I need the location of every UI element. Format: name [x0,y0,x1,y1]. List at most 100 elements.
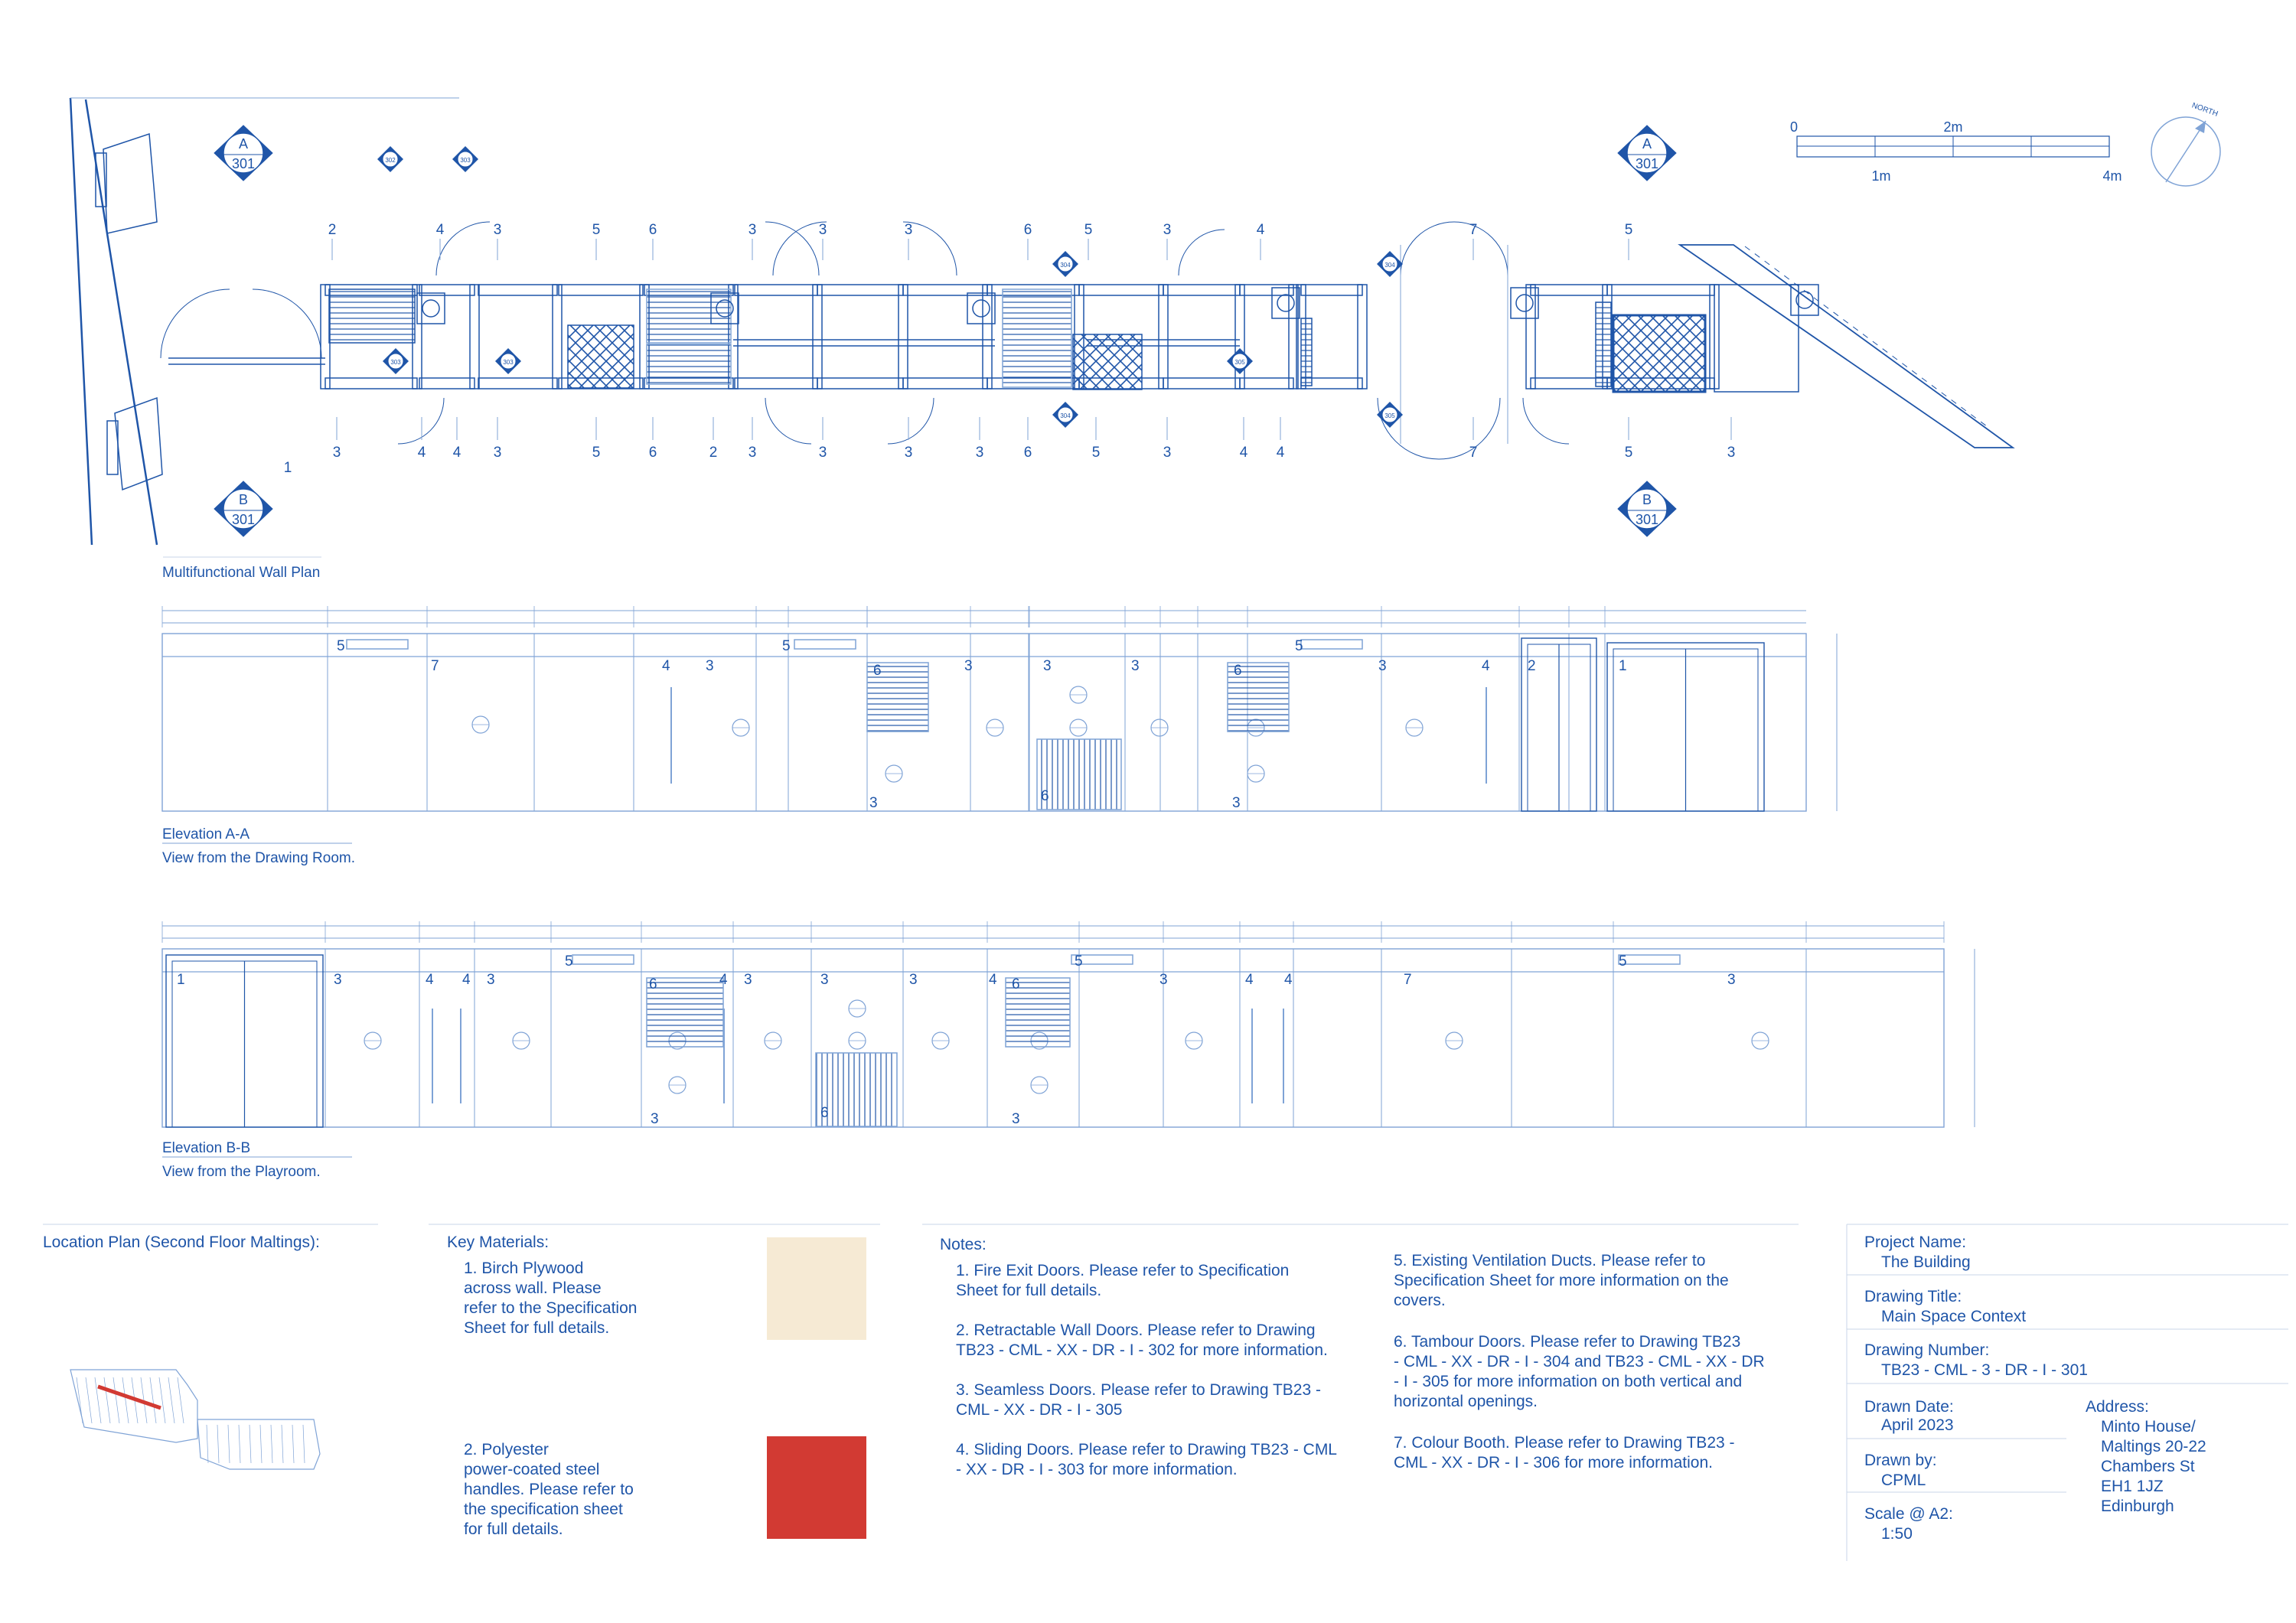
scale-label: 4m [2102,168,2122,184]
elevation-tag: 3 [706,658,714,674]
small-marker-icon [457,151,474,168]
scale-label: Scale @ A2: [1864,1505,1953,1523]
elevation-tag: 4 [462,972,471,988]
tambour-door [1036,738,1122,810]
reference-number: 1 [284,460,292,476]
small-marker-icon [1057,256,1074,272]
section-marker-sheet: 301 [232,512,255,527]
elevation-tag: 6 [820,1105,829,1121]
window-frame [106,420,119,475]
address-line: Edinburgh [2101,1498,2174,1515]
reference-number: 5 [1084,222,1093,238]
steel-handle-swatch [767,1436,866,1539]
elevation-tag: 3 [1012,1111,1020,1127]
elevation-tag: 3 [1727,972,1736,988]
door-swing-arc [1178,229,1225,276]
door-swing-arc [1438,397,1501,460]
ventilation-duct [1515,294,1534,312]
note-5: 5. Existing Ventilation Ducts. Please re… [1394,1251,1799,1311]
ventilation-duct [716,299,734,318]
elevation-tag: 5 [1295,638,1303,654]
elevation-tag: 3 [651,1111,659,1127]
wall-rail [902,377,988,389]
elevation-outline [161,633,1807,812]
elevation-tag: 6 [1041,788,1049,804]
material-1-line: Sheet for full details. [464,1319,610,1337]
tambour-door [1595,301,1612,387]
elevation-tag: 3 [1131,658,1140,674]
vent-cover [794,639,856,650]
wall-rail [478,377,558,389]
elevation-tag: 7 [431,658,439,674]
door-swing-arc [1377,397,1440,460]
elevation-tag: 5 [1619,953,1627,970]
vent-cover [1618,954,1681,965]
wall-rail [419,284,475,296]
elevation-b-title: Elevation B-B [162,1140,251,1156]
door-swing-arc [902,221,957,276]
location-detail [94,1377,102,1424]
material-2-line: 2. Polyester [464,1441,549,1458]
reference-number: 3 [1163,222,1172,238]
vent-cover [1300,639,1363,650]
elevation-tag: 5 [565,953,573,970]
location-detail [227,1424,230,1464]
small-marker-label: 304 [1060,412,1071,419]
wall-post [812,284,823,389]
reference-number: 2 [709,445,718,461]
door-swing-arc [772,221,827,276]
duct-box [967,292,996,324]
tambour-door [1005,977,1071,1048]
existing-wall [69,97,158,546]
duct-box [1510,287,1539,319]
address-line: Maltings 20-22 [2101,1438,2206,1455]
address-line: Chambers St [2101,1458,2195,1475]
door-swing-arc [887,397,934,445]
wall-rail [1078,284,1164,296]
small-marker-icon [1381,406,1398,423]
location-plan-drawing [70,1369,321,1470]
ventilation-duct [1277,294,1295,312]
reference-number: 3 [905,222,913,238]
elevation-tag: 6 [649,976,657,992]
note-line: Specification Sheet for more information… [1394,1272,1729,1289]
elevation-tag: 1 [177,972,185,988]
reference-number: 5 [592,222,601,238]
reference-number: 4 [1277,445,1285,461]
door-swing-arc [397,397,445,445]
section-dividers [43,556,2288,1561]
elevation-tag: 5 [782,638,791,654]
project-name-label: Project Name: [1864,1234,1967,1251]
note-line: - CML - XX - DR - I - 304 and TB23 - CML… [1394,1353,1765,1370]
birch-plywood-swatch [767,1237,866,1340]
material-2-line: for full details. [464,1520,563,1538]
colour-booth [1072,334,1143,390]
location-detail [122,1377,129,1424]
plan-title: Multifunctional Wall Plan [162,565,321,581]
tambour-door [328,288,416,344]
section-marker-icon [1626,132,1668,174]
north-arrow-icon [2195,121,2206,133]
note-line: CML - XX - DR - I - 306 for more informa… [1394,1454,1713,1471]
elevation-tag: 4 [719,972,728,988]
note-line: 6. Tambour Doors. Please refer to Drawin… [1394,1333,1741,1351]
reference-number: 3 [905,445,913,461]
wall-post [469,284,480,389]
tambour-door [1300,318,1313,386]
location-detail [238,1424,241,1464]
note-line: horizontal openings. [1394,1393,1538,1410]
wall-rail [902,284,988,296]
wall-post [1234,284,1245,389]
section-marker-icon [223,488,264,530]
diagonal-wall [1744,246,1991,429]
note-4: 4. Sliding Doors. Please refer to Drawin… [956,1440,1362,1480]
address-label: Address: [2086,1398,2149,1416]
material-2-line: handles. Please refer to [464,1481,634,1498]
section-marker-letter: A [239,136,248,152]
small-marker-label: 303 [503,359,514,366]
reference-number: 3 [494,222,502,238]
elevation-a-subtitle: View from the Drawing Room. [162,850,356,866]
reference-number: 6 [649,222,657,238]
elevation-tag: 4 [426,972,434,988]
